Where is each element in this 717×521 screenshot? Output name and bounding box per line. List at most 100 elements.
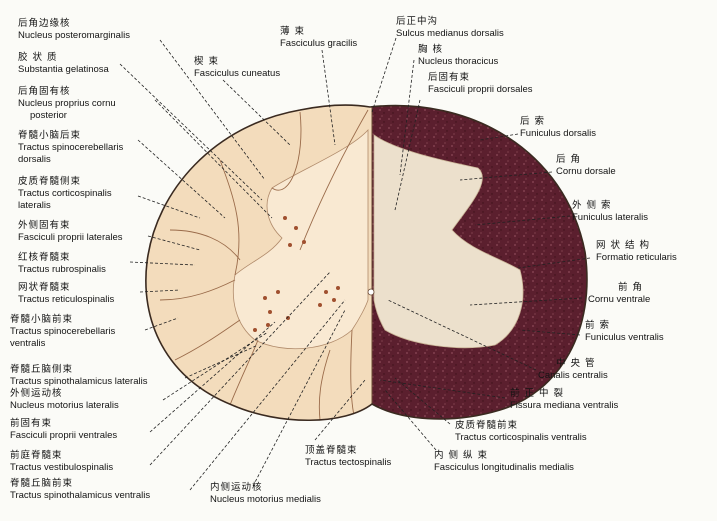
label-fasciculi-proprii-dorsales: 后固有束 Fasciculi proprii dorsales bbox=[428, 72, 533, 96]
central-canal bbox=[367, 288, 375, 296]
label-nucleus-proprius-cornu-posterior: 后角固有核 Nucleus proprius cornu posterior bbox=[18, 86, 116, 122]
label-funiculus-lateralis: 外 侧 索 Funiculus lateralis bbox=[572, 200, 648, 224]
label-la: Tractus tectospinalis bbox=[305, 457, 392, 468]
label-fasciculus-longitudinalis-medialis: 内 侧 纵 束 Fasciculus longitudinalis medial… bbox=[434, 450, 574, 474]
label-la: Fasciculus gracilis bbox=[280, 38, 358, 49]
label-zh: 皮质脊髓侧束 bbox=[18, 176, 82, 187]
label-la: Nucleus proprius cornu bbox=[18, 98, 116, 109]
label-la: Fasciculus cuneatus bbox=[194, 68, 281, 79]
label-la: Cornu dorsale bbox=[556, 166, 616, 177]
label-zh: 网状脊髓束 bbox=[18, 282, 71, 293]
label-substantia-gelatinosa: 胶 状 质 Substantia gelatinosa bbox=[18, 52, 109, 76]
label-tractus-reticulospinalis: 网状脊髓束 Tractus reticulospinalis bbox=[18, 282, 114, 306]
label-sulcus-medianus-dorsalis: 后正中沟 Sulcus medianus dorsalis bbox=[396, 16, 504, 40]
label-la: Tractus corticospinalis ventralis bbox=[455, 432, 587, 443]
label-la: Tractus vestibulospinalis bbox=[10, 462, 114, 473]
label-zh: 内 侧 纵 束 bbox=[434, 450, 489, 461]
label-zh: 网 状 结 构 bbox=[596, 240, 651, 251]
label-la: Fasciculus longitudinalis medialis bbox=[434, 462, 574, 473]
label-la: Nucleus thoracicus bbox=[418, 56, 499, 67]
label-zh: 外侧运动核 bbox=[10, 388, 63, 399]
label-zh: 前 角 bbox=[618, 282, 644, 293]
label-zh: 顶盖脊髓束 bbox=[305, 445, 358, 456]
label-zh: 红核脊髓束 bbox=[18, 252, 71, 263]
label-la: Funiculus lateralis bbox=[572, 212, 649, 223]
label-nucleus-motorius-lateralis: 外侧运动核 Nucleus motorius lateralis bbox=[10, 388, 119, 412]
label-zh: 前 正 中 裂 bbox=[510, 388, 565, 399]
label-zh: 胶 状 质 bbox=[18, 52, 58, 63]
label-zh: 外侧固有束 bbox=[18, 220, 71, 231]
label-tractus-tectospinalis: 顶盖脊髓束 Tractus tectospinalis bbox=[305, 445, 391, 469]
label-la: Fasciculi proprii laterales bbox=[18, 232, 123, 243]
label-la: Tractus spinothalamicus lateralis bbox=[10, 376, 148, 387]
label-la: Nucleus posteromarginalis bbox=[18, 30, 130, 41]
label-la: Tractus corticospinalis bbox=[18, 188, 112, 199]
label-zh: 后角固有核 bbox=[18, 86, 71, 97]
label-la: Fasciculi proprii ventrales bbox=[10, 430, 118, 441]
label-fasciculus-gracilis: 薄 束 Fasciculus gracilis bbox=[280, 26, 357, 50]
label-zh: 脊髓小脑前束 bbox=[10, 314, 74, 325]
label-zh: 皮质脊髓前束 bbox=[455, 420, 519, 431]
cord-outline bbox=[145, 104, 588, 422]
label-zh: 中 央 管 bbox=[556, 358, 596, 369]
label-la: Tractus spinocerebellaris bbox=[10, 326, 116, 337]
label-fasciculus-cuneatus: 楔 束 Fasciculus cuneatus bbox=[194, 56, 280, 80]
label-nucleus-thoracicus: 胸 核 Nucleus thoracicus bbox=[418, 44, 498, 68]
label-zh: 外 侧 索 bbox=[572, 200, 612, 211]
label-canalis-centralis: 中 央 管 Canalis centralis bbox=[538, 358, 608, 382]
label-la: Nucleus motorius medialis bbox=[210, 494, 321, 505]
label-tractus-corticospinalis-lateralis: 皮质脊髓侧束 Tractus corticospinalis lateralis bbox=[18, 176, 112, 212]
label-zh: 胸 核 bbox=[418, 44, 444, 55]
label-funiculus-ventralis: 前 索 Funiculus ventralis bbox=[585, 320, 664, 344]
leader-lines bbox=[119, 37, 591, 491]
label-la: Fasciculi proprii dorsales bbox=[428, 84, 533, 95]
label-tractus-spinothalamicus-lateralis: 脊髓丘脑侧束 Tractus spinothalamicus lateralis bbox=[10, 364, 147, 388]
label-la: Funiculus dorsalis bbox=[520, 128, 597, 139]
label-zh: 后角边缘核 bbox=[18, 18, 71, 29]
label-tractus-vestibulospinalis: 前庭脊髓束 Tractus vestibulospinalis bbox=[10, 450, 113, 474]
right-gray-matter bbox=[373, 134, 524, 349]
tract-boundaries bbox=[159, 109, 369, 421]
label-tractus-rubrospinalis: 红核脊髓束 Tractus rubrospinalis bbox=[18, 252, 106, 276]
label-la: Formatio reticularis bbox=[596, 252, 677, 263]
label-nucleus-motorius-medialis: 内侧运动核 Nucleus motorius medialis bbox=[210, 482, 321, 506]
label-la: Sulcus medianus dorsalis bbox=[396, 28, 504, 39]
label-zh: 前 索 bbox=[585, 320, 611, 331]
label-zh: 内侧运动核 bbox=[210, 482, 263, 493]
label-tractus-spinocerebellaris-dorsalis: 脊髓小脑后束 Tractus spinocerebellaris dorsali… bbox=[18, 130, 123, 166]
label-fasciculi-proprii-laterales: 外侧固有束 Fasciculi proprii laterales bbox=[18, 220, 123, 244]
label-tractus-spinothalamicus-ventralis: 脊髓丘脑前束 Tractus spinothalamicus ventralis bbox=[10, 478, 150, 502]
label-cornu-dorsale: 后 角 Cornu dorsale bbox=[556, 154, 616, 178]
label-funiculus-dorsalis: 后 索 Funiculus dorsalis bbox=[520, 116, 596, 140]
label-la: Canalis centralis bbox=[538, 370, 608, 381]
label-tractus-corticospinalis-ventralis: 皮质脊髓前束 Tractus corticospinalis ventralis bbox=[455, 420, 587, 444]
label-zh: 脊髓丘脑前束 bbox=[10, 478, 74, 489]
label-zh: 楔 束 bbox=[194, 56, 220, 67]
label-la-line2: posterior bbox=[30, 110, 67, 121]
label-la-line2: dorsalis bbox=[18, 154, 51, 165]
label-la: Tractus spinocerebellaris bbox=[18, 142, 124, 153]
label-fissura-mediana-ventralis: 前 正 中 裂 Fissura mediana ventralis bbox=[510, 388, 618, 412]
label-zh: 脊髓丘脑侧束 bbox=[10, 364, 74, 375]
label-zh: 前固有束 bbox=[10, 418, 53, 429]
label-tractus-spinocerebellaris-ventralis: 脊髓小脑前束 Tractus spinocerebellaris ventral… bbox=[10, 314, 115, 350]
cord-section bbox=[145, 105, 587, 421]
label-la: Funiculus ventralis bbox=[585, 332, 664, 343]
label-zh: 前庭脊髓束 bbox=[10, 450, 63, 461]
label-la: Cornu ventrale bbox=[588, 294, 651, 305]
label-formatio-reticularis: 网 状 结 构 Formatio reticularis bbox=[596, 240, 677, 264]
label-zh: 脊髓小脑后束 bbox=[18, 130, 82, 141]
label-la: Tractus rubrospinalis bbox=[18, 264, 106, 275]
label-zh: 后 角 bbox=[556, 154, 582, 165]
label-zh: 后 索 bbox=[520, 116, 546, 127]
label-cornu-ventrale: 前 角 Cornu ventrale bbox=[588, 282, 650, 306]
neuron-dots bbox=[253, 216, 340, 332]
label-la: Substantia gelatinosa bbox=[18, 64, 109, 75]
label-la-line2: lateralis bbox=[18, 200, 51, 211]
label-la-line2: ventralis bbox=[10, 338, 46, 349]
label-la: Tractus spinothalamicus ventralis bbox=[10, 490, 151, 501]
label-nucleus-posteromarginalis: 后角边缘核 Nucleus posteromarginalis bbox=[18, 18, 130, 42]
label-la: Fissura mediana ventralis bbox=[510, 400, 619, 411]
label-fasciculi-proprii-ventrales: 前固有束 Fasciculi proprii ventrales bbox=[10, 418, 117, 442]
